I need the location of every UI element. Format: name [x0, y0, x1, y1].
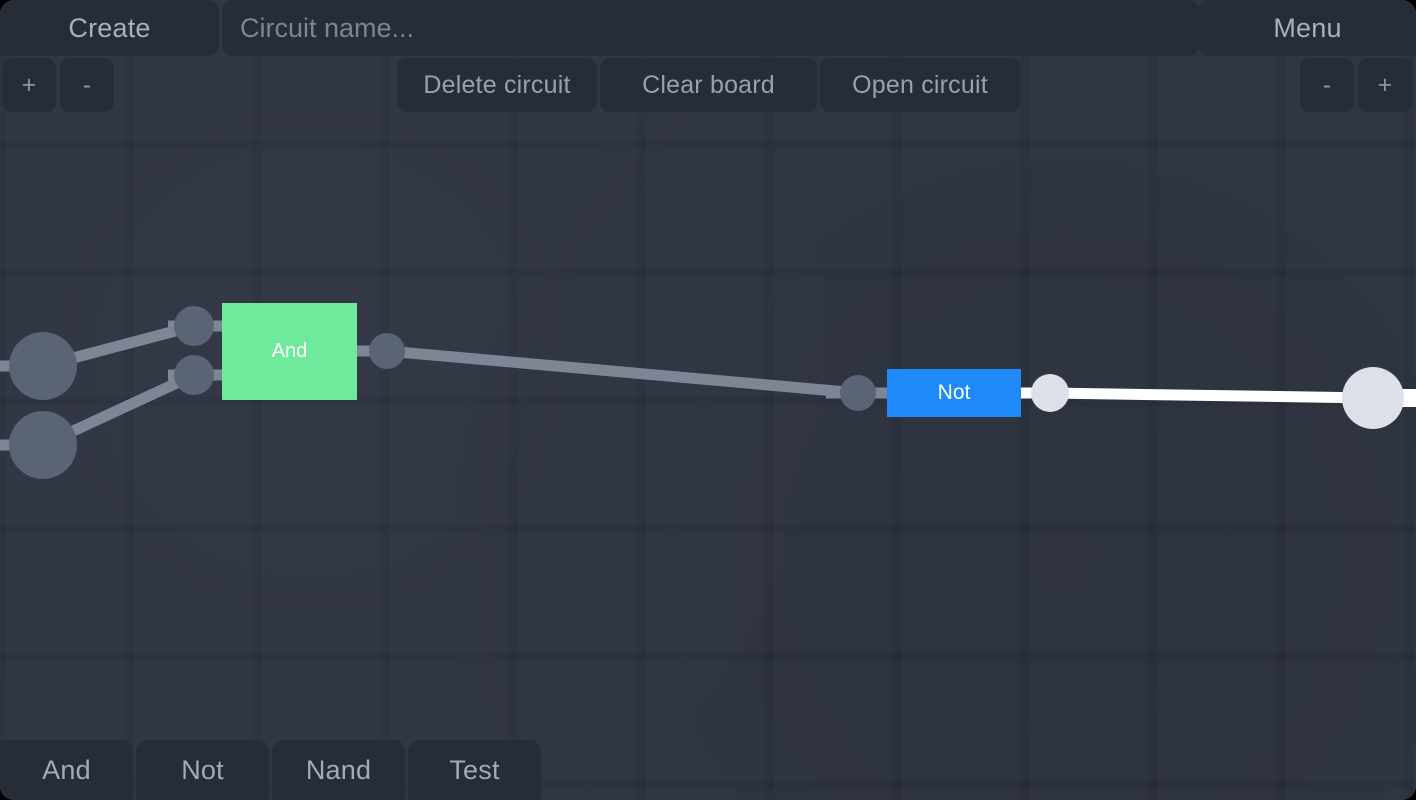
clear-board-button[interactable]: Clear board	[600, 58, 817, 112]
wire-and-to-not[interactable]	[386, 345, 859, 399]
node-not-input[interactable]	[840, 375, 876, 411]
node-not-output[interactable]	[1031, 374, 1069, 412]
gate-label: And	[271, 340, 308, 362]
zoom-out-right-button[interactable]: -	[1300, 58, 1354, 112]
menu-button[interactable]: Menu	[1199, 0, 1416, 56]
node-input-b[interactable]	[9, 411, 77, 479]
palette-button-nand[interactable]: Nand	[272, 740, 405, 800]
tool-row: + - Delete circuit Clear board Open circ…	[0, 58, 1416, 112]
palette-button-label: Test	[449, 754, 500, 785]
gate-palette: And Not Nand Test	[0, 740, 541, 800]
palette-button-test[interactable]: Test	[408, 740, 541, 800]
node-and-input-top[interactable]	[174, 306, 214, 346]
node-input-a[interactable]	[9, 332, 77, 400]
palette-button-and[interactable]: And	[0, 740, 133, 800]
palette-button-label: Nand	[305, 754, 372, 785]
node-and-output[interactable]	[369, 333, 405, 369]
create-button[interactable]: Create	[0, 0, 219, 56]
zoom-out-left-button[interactable]: -	[60, 58, 114, 112]
node-and-input-bottom[interactable]	[174, 355, 214, 395]
wire-not-to-output[interactable]	[1049, 387, 1374, 404]
open-circuit-button[interactable]: Open circuit	[820, 58, 1020, 112]
palette-button-label: Not	[181, 754, 224, 785]
top-bar: Create Menu	[0, 0, 1416, 56]
circuit-name-input[interactable]	[222, 0, 1200, 56]
zoom-in-left-button[interactable]: +	[2, 58, 56, 112]
gate-and[interactable]: And	[222, 303, 357, 400]
palette-button-not[interactable]: Not	[136, 740, 269, 800]
zoom-in-right-button[interactable]: +	[1358, 58, 1412, 112]
gate-not[interactable]: Not	[887, 369, 1021, 417]
palette-button-label: And	[42, 754, 91, 785]
delete-circuit-button[interactable]: Delete circuit	[397, 58, 597, 112]
gate-label: Not	[937, 381, 971, 404]
node-circuit-output[interactable]	[1342, 367, 1404, 429]
